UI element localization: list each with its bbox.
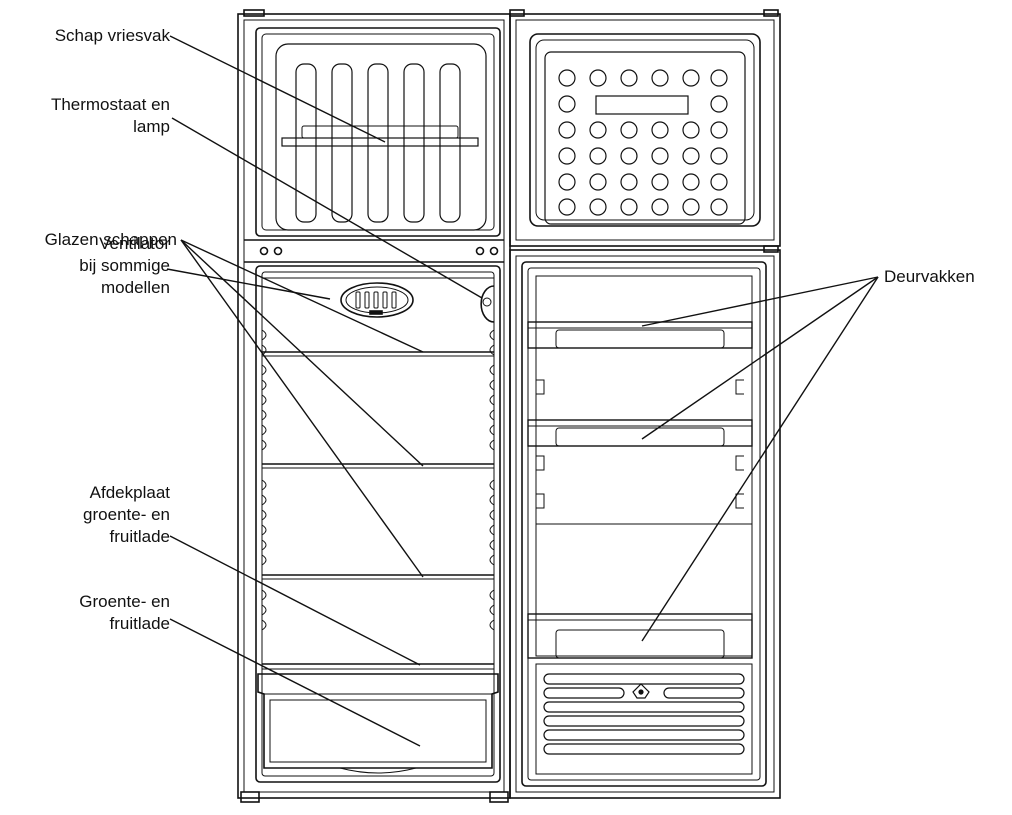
label-line: Glazen schappen bbox=[44, 230, 177, 249]
label-line: Ventilator bbox=[99, 234, 170, 253]
side-rails-left bbox=[261, 329, 267, 631]
label-line: lamp bbox=[133, 117, 170, 136]
crisper-cover bbox=[262, 663, 494, 670]
label-line: Afdekplaat bbox=[89, 483, 170, 502]
label-thermostaat-en-lamp: Thermostaat en lamp bbox=[51, 94, 170, 138]
label-line: Deurvakken bbox=[884, 267, 975, 286]
label-line: groente- en bbox=[83, 505, 170, 524]
freezer-door-dimples bbox=[558, 69, 728, 216]
fridge-cabinet bbox=[237, 9, 511, 803]
door-bin-top bbox=[527, 321, 753, 395]
glass-shelves bbox=[262, 351, 494, 580]
crisper-drawer bbox=[257, 673, 499, 774]
ventilator bbox=[340, 282, 414, 318]
label-line: modellen bbox=[101, 278, 170, 297]
label-glazen-schappen: Glazen schappen bbox=[45, 229, 177, 251]
leader-lines bbox=[166, 35, 879, 747]
label-line: Thermostaat en bbox=[50, 95, 170, 114]
label-line: fruitlade bbox=[109, 527, 170, 546]
label-schap-vriesvak: Schap vriesvak bbox=[55, 25, 170, 47]
thermostat-lamp bbox=[480, 285, 495, 323]
label-ventilator: Ventilator bij sommige modellen bbox=[79, 233, 170, 299]
door-vent-grille bbox=[535, 663, 753, 775]
label-afdekplaat: Afdekplaat groente- en fruitlade bbox=[83, 482, 170, 548]
label-deurvakken: Deurvakken bbox=[884, 266, 975, 288]
door-bin-middle bbox=[527, 419, 753, 525]
label-line: bij sommige bbox=[79, 256, 170, 275]
freezer-door bbox=[509, 9, 781, 247]
door-bin-bottom bbox=[527, 613, 753, 659]
side-rails-right bbox=[489, 329, 495, 631]
freezer-compartment bbox=[255, 27, 501, 237]
fridge-compartment bbox=[255, 265, 501, 783]
label-groente-en-fruitlade: Groente- en fruitlade bbox=[79, 591, 170, 635]
freezer-shelf-bars bbox=[295, 63, 461, 223]
label-line: Groente- en bbox=[79, 592, 170, 611]
fridge-door bbox=[509, 245, 781, 799]
divider-strip bbox=[244, 239, 504, 263]
label-line: Schap vriesvak bbox=[54, 26, 170, 45]
label-line: fruitlade bbox=[109, 614, 170, 633]
